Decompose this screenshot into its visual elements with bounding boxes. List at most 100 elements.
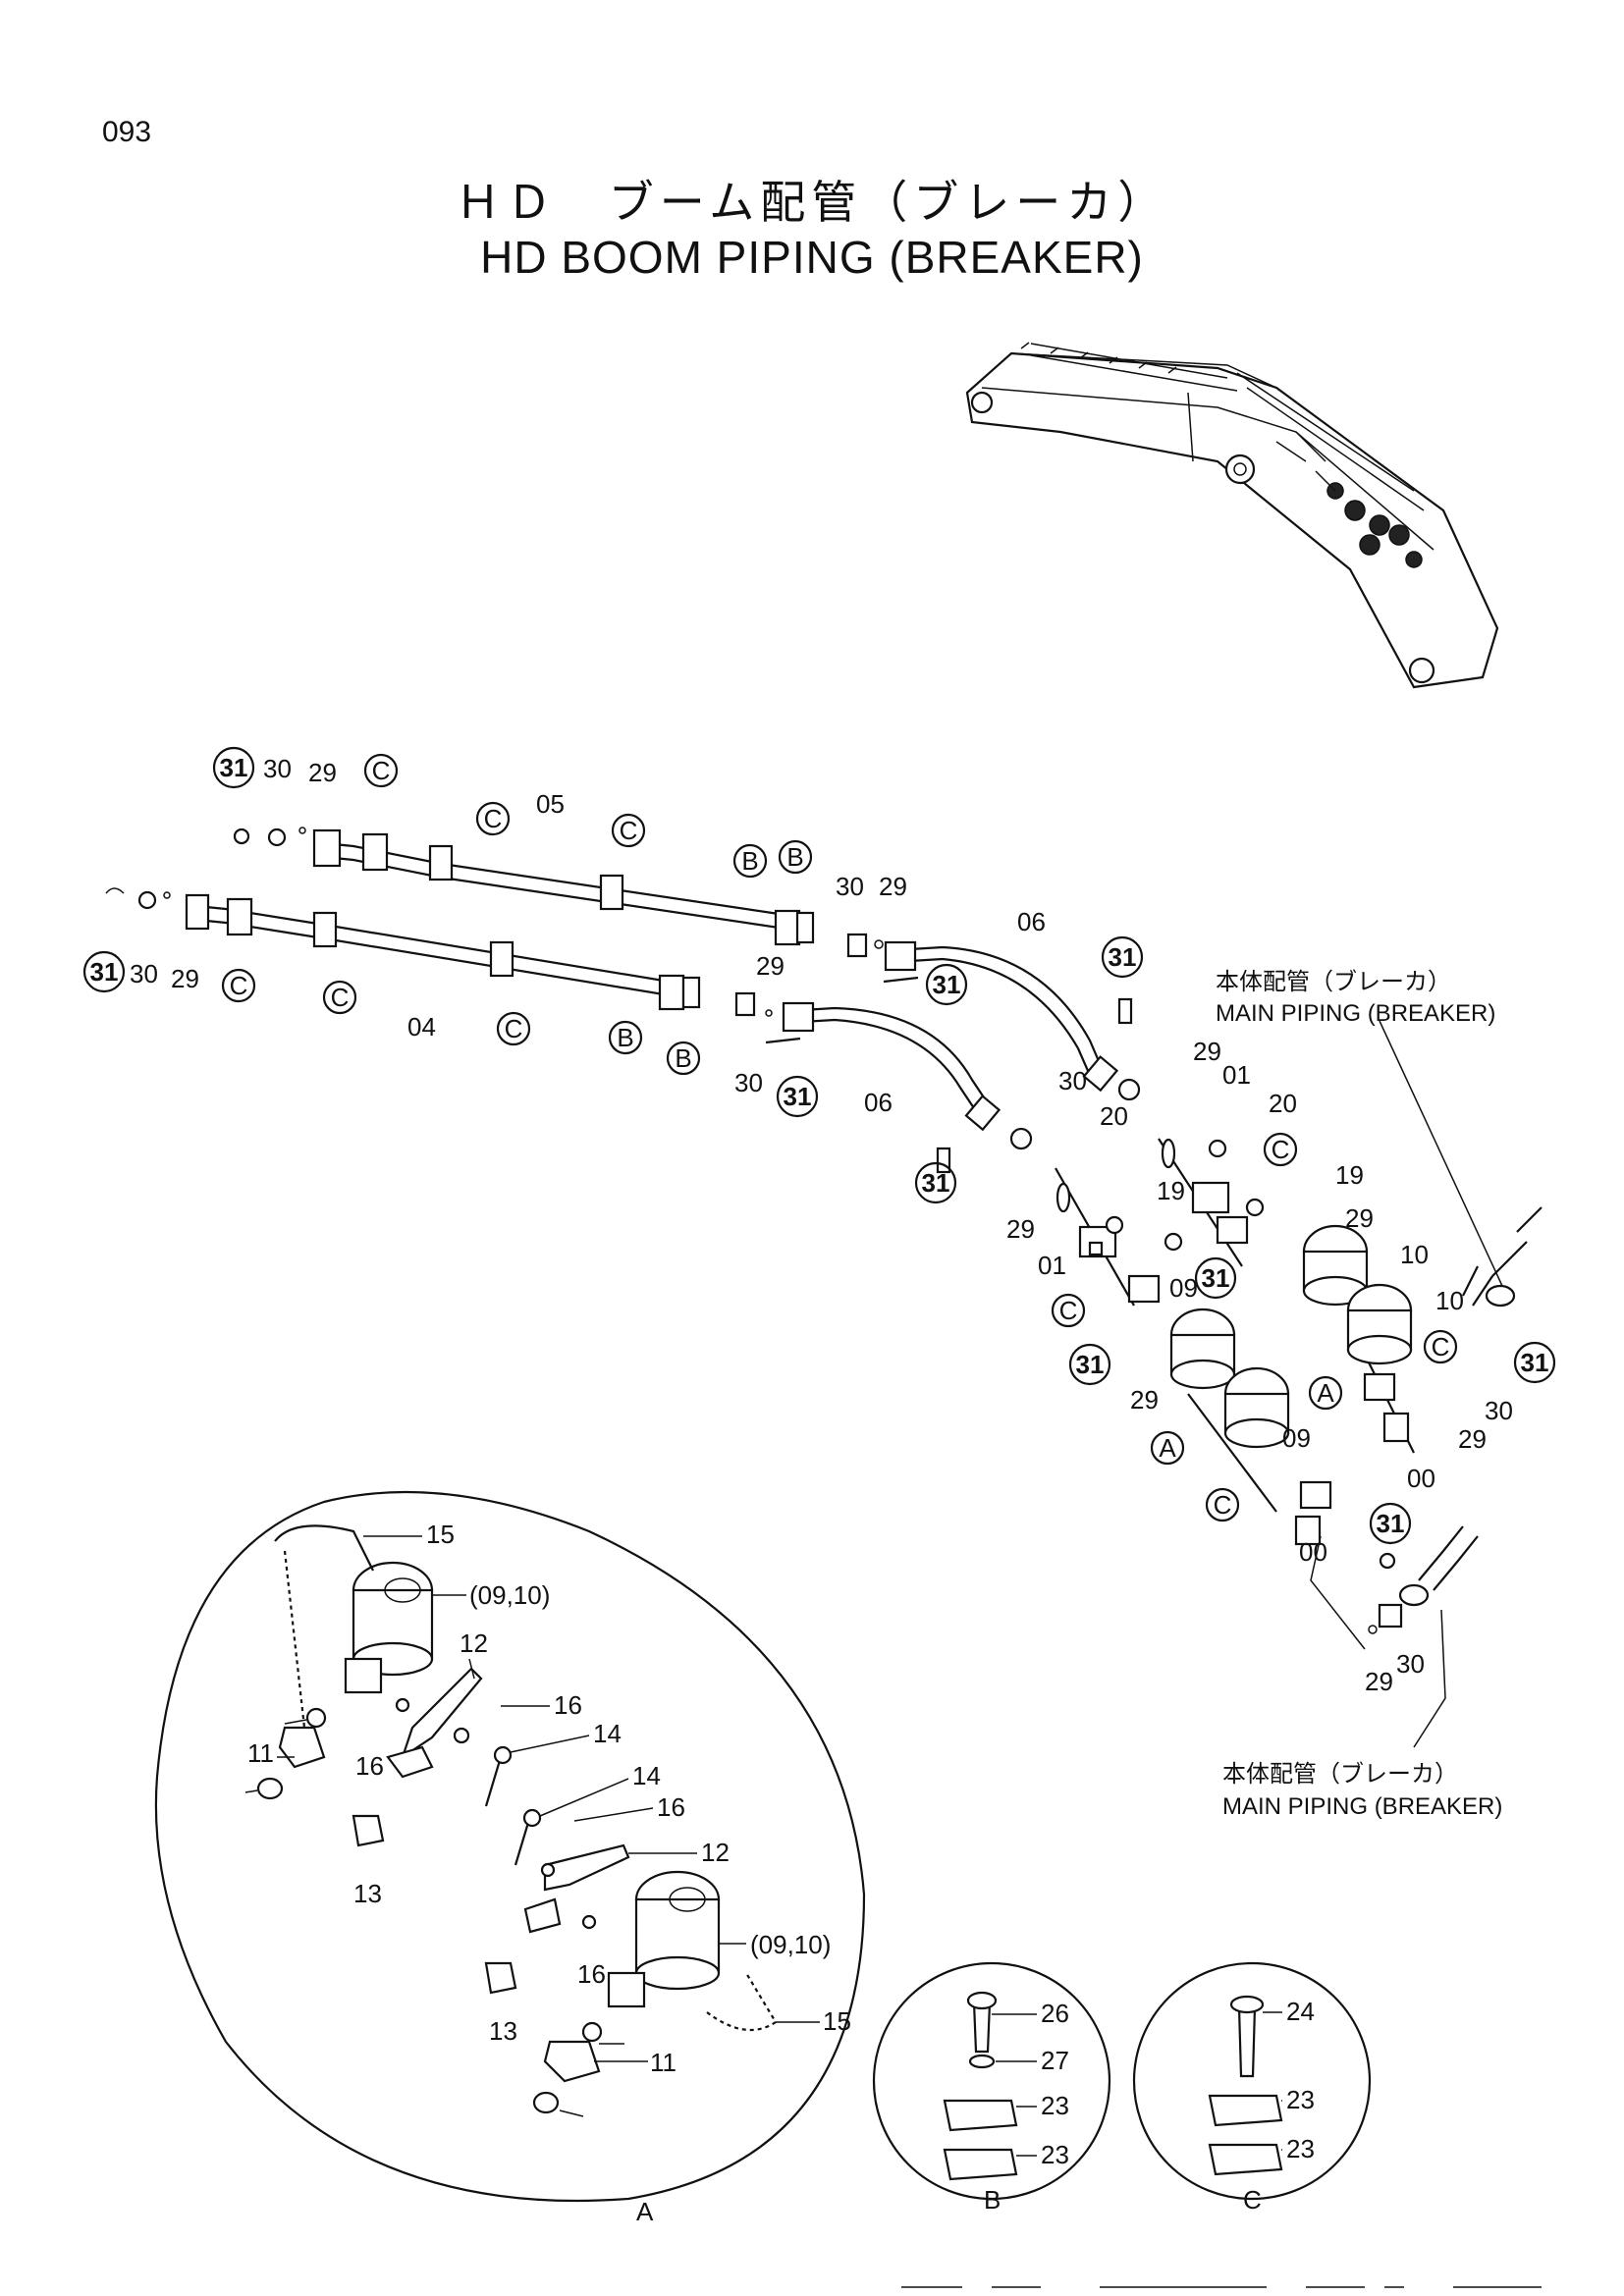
main-piping-en: MAIN PIPING (BREAKER) [1216, 1000, 1495, 1027]
part-label: 23 [1286, 2134, 1315, 2163]
callout-31: 31 [1202, 1263, 1230, 1293]
leader-29-30-lower [1310, 1535, 1366, 1650]
part-label: 24 [1286, 1997, 1315, 2026]
part-label: 29 [1006, 1214, 1035, 1244]
main-piping-jp: 本体配管（ブレーカ） [1216, 969, 1451, 995]
callout-a: A [1159, 1433, 1176, 1463]
part-label: 30 [263, 754, 292, 783]
callout-c: C [372, 756, 391, 785]
part-label: 00 [1407, 1464, 1435, 1493]
callout-31: 31 [784, 1082, 812, 1111]
part-label: 16 [577, 1959, 606, 1989]
part-label: 01 [1222, 1060, 1251, 1090]
main-piping-en: MAIN PIPING (BREAKER) [1222, 1793, 1502, 1820]
detail-B-labels: 26 27 23 23 B [984, 1999, 1069, 2215]
part-label: 13 [353, 1879, 382, 1908]
part-label: 30 [836, 872, 864, 901]
part-label: 23 [1041, 2091, 1069, 2120]
main-piping-jp: 本体配管（ブレーカ） [1222, 1761, 1458, 1788]
part-label: 20 [1269, 1089, 1297, 1118]
callout-31: 31 [90, 957, 119, 987]
part-label: 14 [593, 1719, 622, 1748]
part-label: (09,10) [469, 1580, 550, 1610]
part-label: 20 [1100, 1101, 1128, 1131]
detail-C-labels: 24 23 23 C [1243, 1997, 1315, 2215]
detail-A [154, 1490, 866, 2203]
callout-31: 31 [1521, 1348, 1549, 1377]
part-label: 01 [1038, 1251, 1066, 1280]
part-label: 16 [554, 1690, 582, 1720]
part-label: 30 [1058, 1066, 1087, 1095]
part-label: 11 [247, 1738, 274, 1768]
part-label: 29 [1458, 1424, 1487, 1454]
main-piping-note-lower: 本体配管（ブレーカ） MAIN PIPING (BREAKER) [1222, 1761, 1502, 1820]
detail-B [872, 1961, 1111, 2201]
callout-c: C [1432, 1332, 1450, 1362]
callout-c: C [230, 971, 248, 1000]
part-label: 06 [1017, 907, 1046, 936]
part-label: 29 [879, 872, 907, 901]
part-label: 19 [1157, 1176, 1185, 1205]
callout-b: B [741, 846, 758, 876]
part-label: 16 [355, 1751, 384, 1781]
part-label: 13 [489, 2016, 517, 2046]
part-label: 06 [864, 1088, 893, 1117]
part-label: 29 [1365, 1667, 1393, 1696]
detail-C [1132, 1961, 1372, 2201]
pipe-05-assembly [233, 827, 1141, 1101]
part-label: 11 [650, 2048, 677, 2077]
part-label: 29 [308, 758, 337, 787]
callout-c: C [620, 816, 638, 845]
part-label: 26 [1041, 1999, 1069, 2028]
part-label: 29 [171, 964, 199, 993]
part-label: 12 [701, 1838, 730, 1867]
title-japanese: ＨＤ ブーム配管（ブレーカ） [455, 176, 1169, 229]
part-label: 30 [130, 959, 158, 988]
part-label: 19 [1335, 1160, 1364, 1190]
part-label: 14 [632, 1761, 661, 1790]
callout-a: A [1317, 1378, 1334, 1408]
part-label: 23 [1286, 2085, 1315, 2114]
main-piping-leader-upper [1379, 1020, 1503, 1287]
callout-31-group: 31 31 31 31 31 31 31 31 31 31 [82, 746, 1556, 1545]
callout-letter-group: C C C B B C C C B B C C A C A C [221, 753, 1458, 1522]
detail-label-b: B [984, 2185, 1001, 2215]
detail-A-labels: 15 (09,10) 12 16 16 14 11 13 14 16 12 (0… [244, 1520, 851, 2226]
callout-c: C [484, 804, 503, 833]
part-label: 00 [1299, 1537, 1327, 1567]
part-label: 09 [1169, 1273, 1198, 1303]
callout-31: 31 [1377, 1509, 1405, 1538]
part-label: 05 [536, 789, 565, 819]
callout-c: C [1214, 1490, 1232, 1520]
main-piping-leader-lower [1413, 1609, 1446, 1748]
part-labels: 30 29 05 30 29 04 30 29 06 29 30 06 29 0… [130, 754, 1513, 1696]
callout-c: C [505, 1014, 523, 1043]
part-label: 29 [1345, 1203, 1374, 1233]
part-label: 15 [426, 1520, 455, 1549]
boom-overview [965, 342, 1499, 689]
pipe-04-assembly [105, 887, 1033, 1174]
part-label: 29 [1193, 1037, 1221, 1066]
part-label: 10 [1435, 1286, 1464, 1315]
part-label: 23 [1041, 2140, 1069, 2169]
main-piping-note-upper: 本体配管（ブレーカ） MAIN PIPING (BREAKER) [1216, 969, 1495, 1027]
callout-31: 31 [1109, 942, 1137, 972]
part-label: 30 [1396, 1649, 1425, 1679]
detail-label-a: A [636, 2197, 654, 2226]
callout-31: 31 [220, 753, 248, 782]
part-label: (09,10) [750, 1930, 831, 1959]
callout-b: B [786, 842, 803, 872]
title-english: HD BOOM PIPING (BREAKER) [480, 232, 1144, 283]
callout-31: 31 [1076, 1350, 1105, 1379]
part-label: 15 [823, 2006, 851, 2036]
callout-c: C [1059, 1296, 1078, 1325]
part-label: 10 [1400, 1240, 1429, 1269]
callout-b: B [617, 1023, 633, 1052]
page-number: 093 [102, 116, 152, 148]
part-label: 29 [756, 951, 785, 981]
part-label: 30 [734, 1068, 763, 1097]
callout-c: C [331, 983, 350, 1012]
part-label: 27 [1041, 2046, 1069, 2075]
callout-c: C [1272, 1135, 1290, 1164]
